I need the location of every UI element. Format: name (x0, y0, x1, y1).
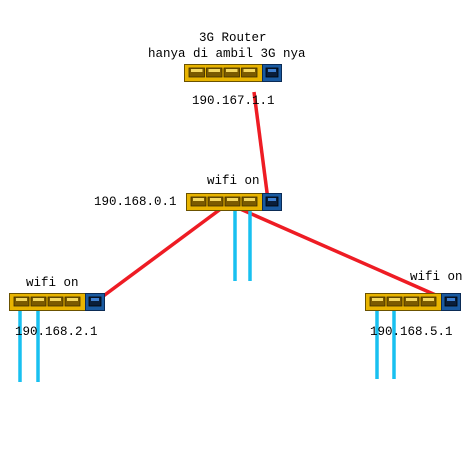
router-mid-title: wifi on (207, 174, 260, 188)
uplink-cable-mid-to-left (96, 203, 228, 302)
router-top-subtitle: hanya di ambil 3G nya (148, 47, 306, 61)
router-left-ip: 190.168.2.1 (15, 325, 98, 339)
router-mid-ip: 190.168.0.1 (94, 195, 177, 209)
router-right-ip: 190.168.5.1 (370, 325, 453, 339)
router-top-ip: 190.167.1.1 (192, 94, 275, 108)
router-icon-mid (186, 193, 282, 211)
router-icon-right (365, 293, 461, 311)
router-left-title: wifi on (26, 276, 79, 290)
router-top-title: 3G Router (199, 31, 267, 45)
router-icon-left (9, 293, 105, 311)
router-icon-top (184, 64, 282, 82)
router-right-title: wifi on (410, 270, 463, 284)
uplink-cable-top-to-mid (252, 91, 270, 201)
uplink-cable-mid-to-right (237, 206, 448, 302)
